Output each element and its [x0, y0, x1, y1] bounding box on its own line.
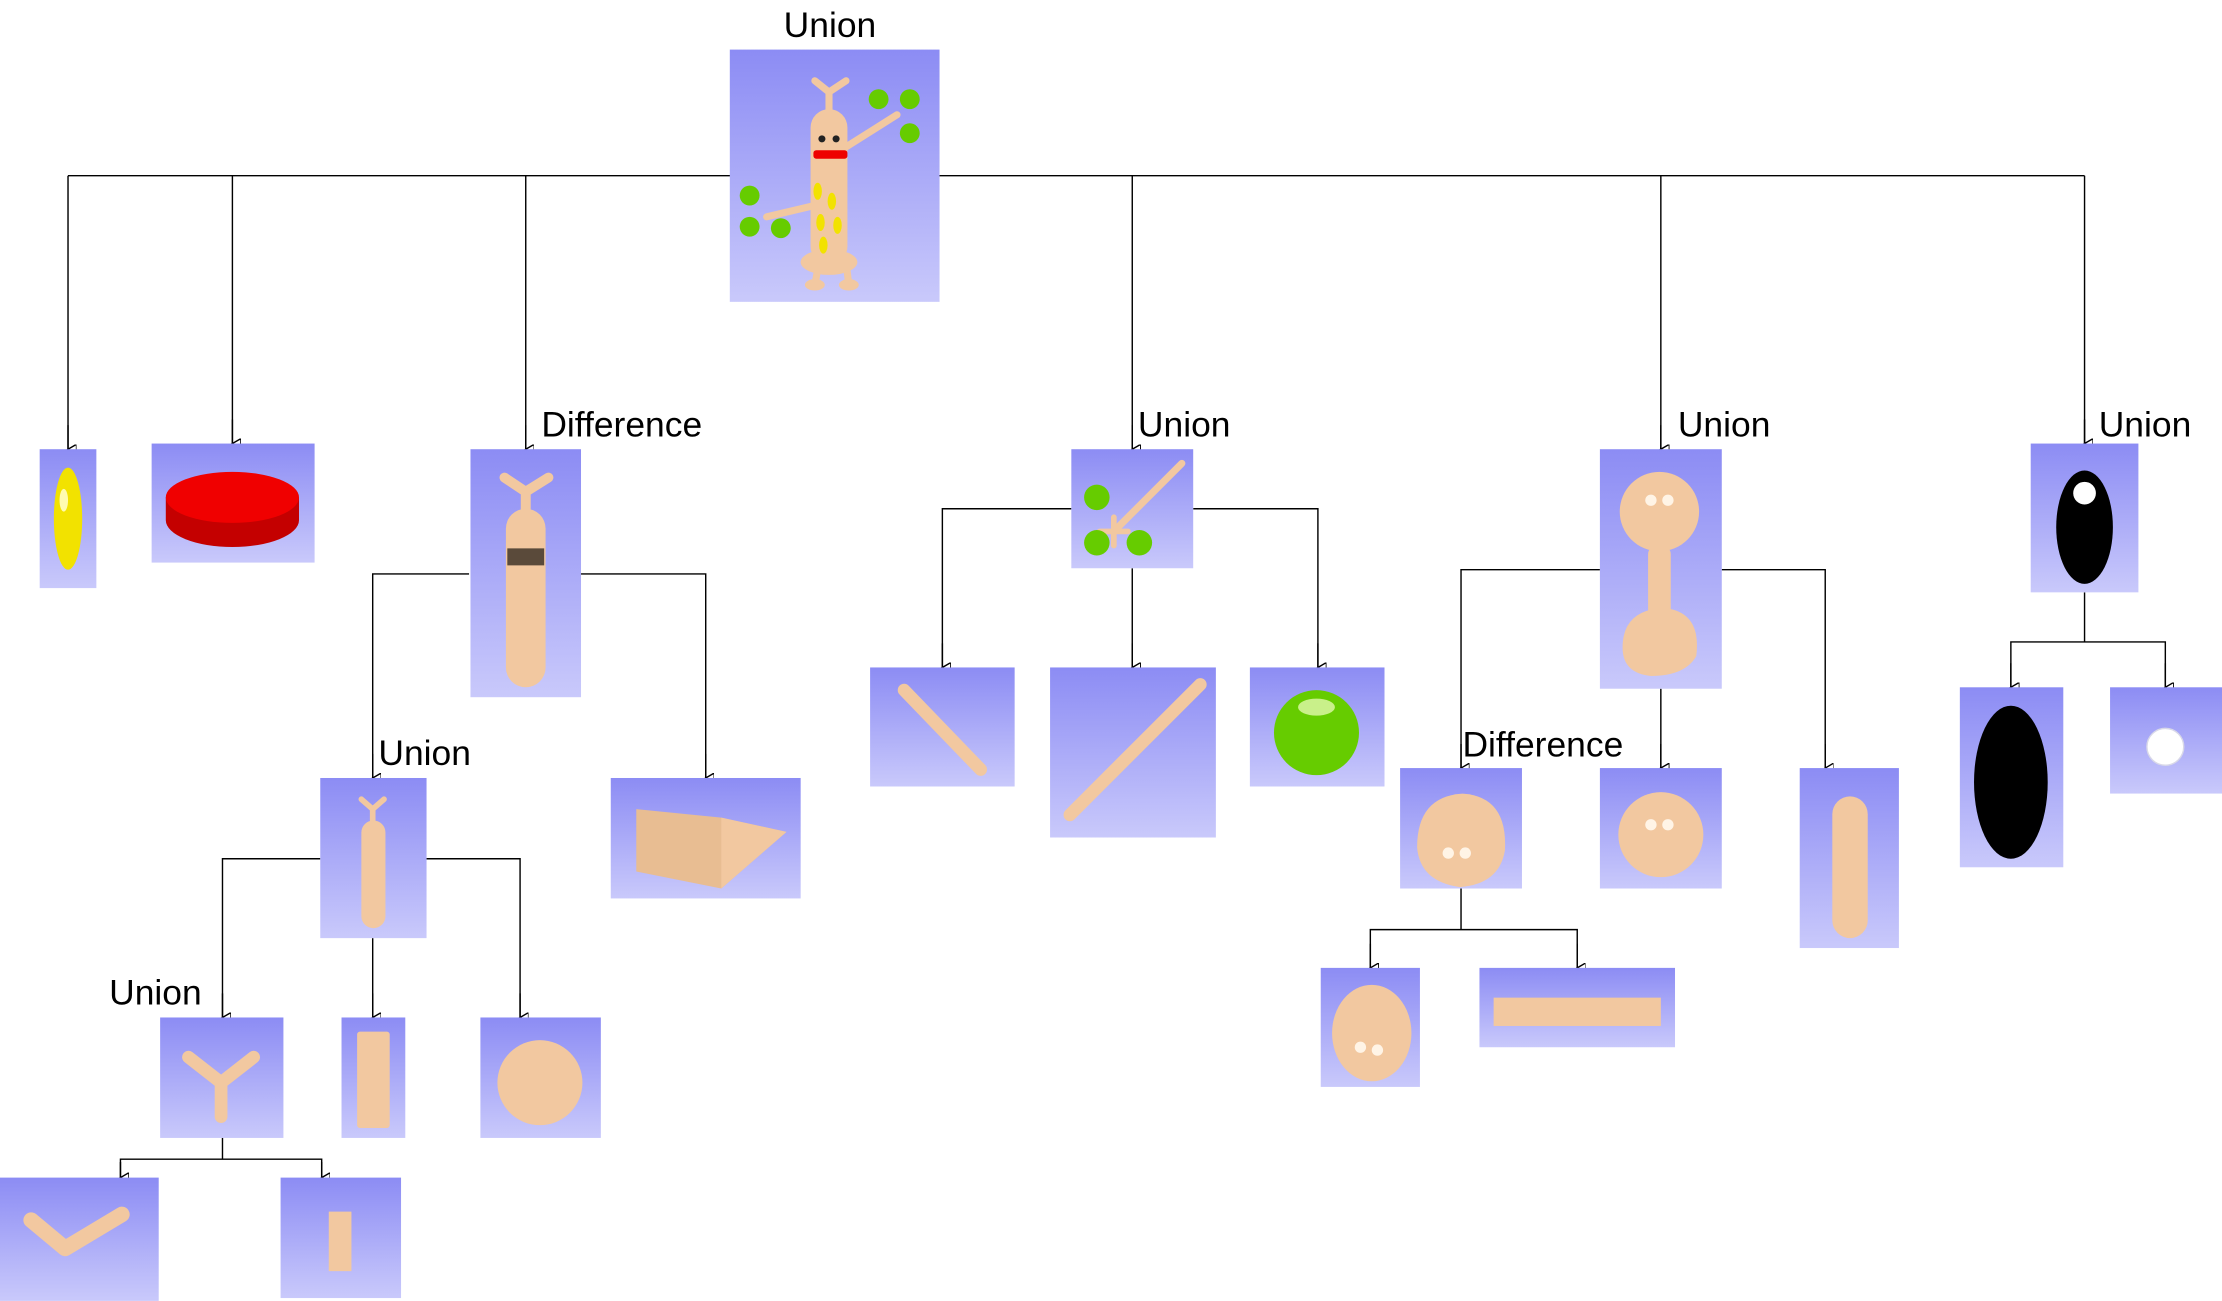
foot-shape-icon — [1417, 793, 1506, 888]
black-ellipsoid-icon — [1974, 705, 2048, 859]
capsule-with-horns-icon — [358, 796, 387, 929]
label-arms-union: Union — [1137, 405, 1231, 445]
yellow-ellipsoid-icon — [53, 467, 83, 570]
eye-icon — [2056, 470, 2113, 584]
node-small-cylinder — [280, 1177, 402, 1299]
node-red-disk — [151, 443, 315, 563]
head-capsule-icon — [499, 472, 554, 688]
y-shape-icon — [182, 1050, 261, 1124]
label-head-difference: Difference — [541, 405, 703, 445]
label-foot-difference: Difference — [1462, 725, 1624, 766]
green-ball-icon — [1273, 690, 1359, 776]
node-foot-difference — [1400, 768, 1522, 889]
foot-connector — [1369, 888, 1578, 968]
root-arrows — [68, 419, 2085, 449]
monster-icon — [739, 77, 920, 291]
cylinder-icon — [357, 1031, 390, 1129]
arm-with-balls-icon — [1084, 459, 1186, 556]
node-black-ellipsoid — [1959, 687, 2064, 868]
vertical-capsule-icon — [1832, 796, 1868, 939]
node-short-stick — [870, 667, 1015, 787]
label-legs-union: Union — [1677, 405, 1771, 445]
node-legs-union — [1599, 449, 1722, 689]
dumbbell-leg-icon — [1619, 471, 1700, 676]
short-stick-icon — [897, 683, 988, 776]
label-body-union: Union — [378, 734, 471, 774]
node-knee-ball — [1599, 768, 1722, 889]
node-green-ball — [1249, 667, 1385, 787]
horns-connector — [119, 1137, 323, 1178]
small-cylinder-icon — [328, 1211, 352, 1272]
node-v-shape — [0, 1177, 159, 1301]
eye-connector — [2010, 592, 2167, 688]
v-shape-icon — [23, 1206, 130, 1257]
node-foot-ellipsoid — [1320, 967, 1420, 1087]
red-disk-icon — [165, 471, 300, 548]
skin-ball-icon — [1618, 792, 1704, 878]
label-root-union: Union — [783, 5, 877, 46]
long-stick-icon — [1063, 678, 1207, 822]
node-root-monster — [729, 49, 940, 302]
label-eye-union: Union — [2098, 405, 2192, 445]
node-eye-union — [2030, 443, 2139, 593]
node-head-difference — [470, 449, 582, 698]
ellipsoid-icon — [1332, 984, 1412, 1082]
flat-box-icon — [1493, 997, 1661, 1026]
node-long-stick — [1050, 667, 1216, 838]
node-skin-sphere — [480, 1017, 601, 1138]
node-foot-slab — [1479, 967, 1676, 1048]
label-horns-union: Union — [109, 973, 202, 1014]
wedge-icon — [636, 809, 787, 889]
node-body-union — [320, 777, 427, 939]
skin-sphere-icon — [497, 1040, 583, 1126]
root-connector — [67, 175, 2086, 450]
node-wedge — [610, 777, 801, 899]
head-connector — [371, 573, 707, 778]
node-arms-union — [1071, 449, 1194, 569]
node-white-ball — [2110, 687, 2222, 794]
white-ball-icon — [2146, 727, 2185, 766]
node-neck-cylinder — [341, 1017, 406, 1138]
node-leg-capsule — [1799, 768, 1899, 949]
node-horns-union — [160, 1017, 284, 1138]
node-yellow-ellipsoid — [39, 449, 97, 589]
